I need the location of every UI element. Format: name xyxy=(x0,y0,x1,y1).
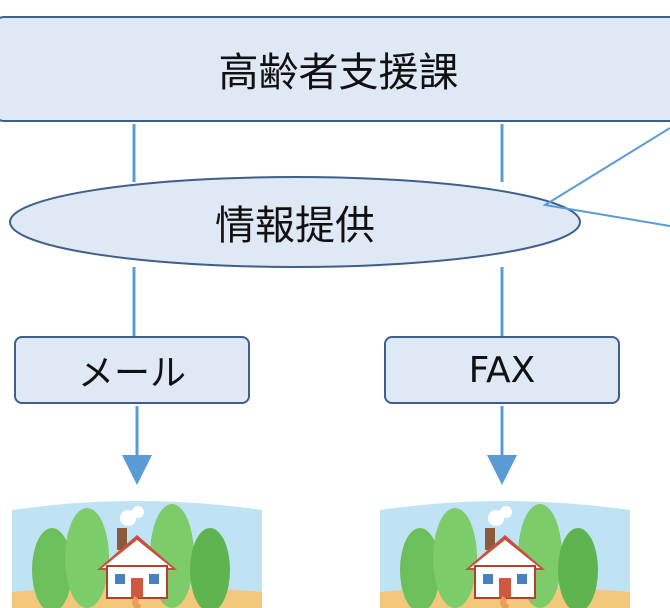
elderly-support-division-label: 高齢者支援課 xyxy=(218,50,459,96)
info-provision-ellipse xyxy=(9,176,581,268)
village-house-illustration-left xyxy=(12,501,262,608)
fax-channel-box: FAX xyxy=(384,336,620,404)
email-channel-box: メール xyxy=(14,336,250,404)
info-provision-label-wrapper: 情報提供 xyxy=(10,177,580,267)
elderly-support-division-box: 高齢者支援課 xyxy=(0,16,670,122)
info-provision-label: 情報提供 xyxy=(215,203,375,249)
village-house-illustration-right xyxy=(380,501,630,608)
email-channel-label: メール xyxy=(77,353,186,394)
fax-channel-label: FAX xyxy=(468,349,536,391)
callout-pointer xyxy=(542,127,670,227)
